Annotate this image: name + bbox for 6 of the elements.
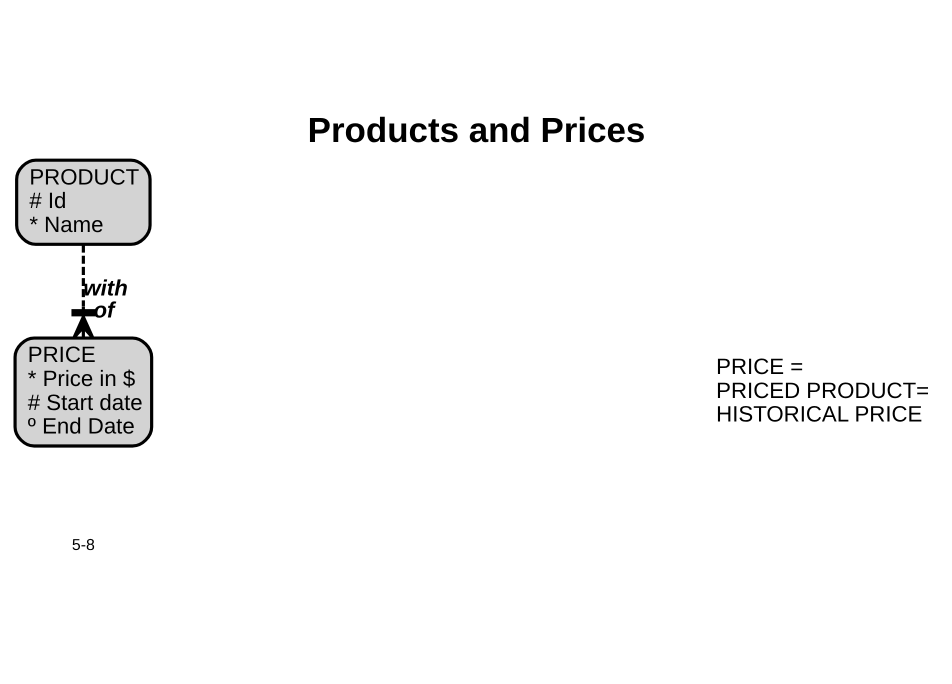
label: 5-8: [72, 537, 95, 554]
connector: [71, 244, 96, 340]
node-box: PRICE * Price in $ # Start date º End Date: [13, 336, 154, 448]
node-box: PRODUCT # Id * Name: [15, 158, 152, 246]
label: PRICE = PRICED PRODUCT= HISTORICAL PRICE: [716, 354, 930, 427]
diagram-title: Products and Prices: [308, 111, 646, 150]
